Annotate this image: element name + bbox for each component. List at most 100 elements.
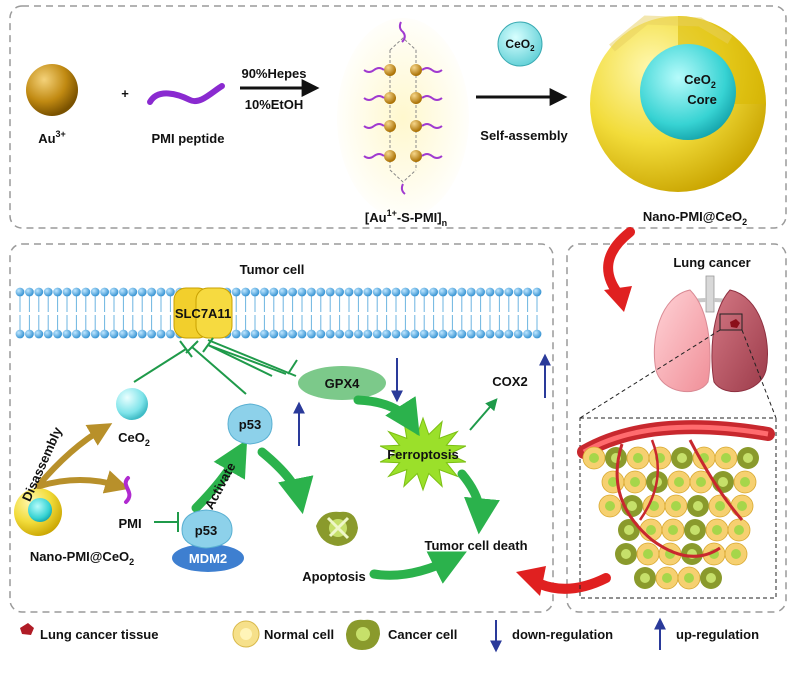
au-s-pmi-complex xyxy=(337,18,469,218)
lipid-head xyxy=(532,287,542,297)
lipid-head xyxy=(457,329,467,339)
lipid-head xyxy=(513,287,523,297)
lipid-head xyxy=(43,329,53,339)
lipid-head xyxy=(495,287,504,297)
plus-sign: + xyxy=(121,86,129,101)
lipid-head xyxy=(297,287,307,297)
legend-cancer-label: Cancer cell xyxy=(388,627,457,642)
au-label: Au3+ xyxy=(38,129,66,146)
lipid-head xyxy=(325,287,335,297)
lipid-head xyxy=(109,287,119,297)
lipid-head xyxy=(81,287,91,297)
ceo2-badge xyxy=(497,21,543,67)
cox2-label: COX2 xyxy=(492,374,527,389)
lipid-head xyxy=(485,287,495,297)
gpx4-protein xyxy=(298,366,386,400)
nano-particle-small xyxy=(14,488,62,536)
lipid-head xyxy=(382,287,391,297)
activate-label: Activate xyxy=(202,460,239,512)
lipid-head xyxy=(523,287,532,297)
lipid-head xyxy=(231,329,241,339)
lipid-head xyxy=(448,329,457,339)
lipid-head xyxy=(34,287,44,297)
lipid-head xyxy=(354,329,363,339)
lipid-head xyxy=(62,329,72,339)
lipid-head xyxy=(25,287,34,297)
lipid-head xyxy=(401,329,410,339)
lipid-head xyxy=(354,287,363,297)
lung-cancer-title: Lung cancer xyxy=(673,255,750,270)
lipid-head xyxy=(62,287,72,297)
apoptosis-icon xyxy=(316,511,358,546)
pathway-arrows xyxy=(191,395,500,584)
ceo2-badge-label: CeO2 xyxy=(505,37,535,53)
au-bead xyxy=(384,150,396,162)
lipid-head xyxy=(109,329,119,339)
lipid-head xyxy=(231,287,241,297)
synthesis-panel xyxy=(9,5,787,229)
lipid-head xyxy=(90,329,100,339)
lipid-head xyxy=(466,329,476,339)
lipid-head xyxy=(307,329,316,339)
slc7a11-label: SLC7A11 xyxy=(175,306,231,321)
lipid-head xyxy=(513,329,523,339)
au-bead xyxy=(410,92,422,104)
slc7a11-transporter xyxy=(173,287,233,339)
lipid-head xyxy=(147,287,157,297)
tumor-cell-panel xyxy=(9,243,554,613)
red-arrow-to-death xyxy=(535,573,611,594)
red-arrowhead-death xyxy=(516,566,546,596)
nano-small-label: Nano-PMI@CeO2 xyxy=(30,549,134,567)
lipid-head xyxy=(128,287,138,297)
lipid-head xyxy=(250,287,260,297)
legend-up-label: up-regulation xyxy=(676,627,759,642)
p53-top-label: p53 xyxy=(239,417,261,432)
tissue-zoom-box xyxy=(719,313,743,331)
legend-tissue-icon xyxy=(20,623,34,635)
condition-hepes: 90%Hepes xyxy=(241,66,306,81)
nano-pmi-ceo2-particle xyxy=(590,15,766,192)
lipid-head xyxy=(495,329,504,339)
p53-bottom-label: p53 xyxy=(195,523,217,538)
lipid-head xyxy=(156,287,166,297)
lipid-head xyxy=(241,287,251,297)
lung-cancer-panel xyxy=(566,243,787,613)
lipid-head xyxy=(504,329,514,339)
lipid-head xyxy=(288,329,297,339)
mdm2-protein xyxy=(172,544,244,572)
lipid-head xyxy=(316,329,326,339)
lipid-head xyxy=(419,329,429,339)
core-label-core: Core xyxy=(687,92,717,107)
ferro-to-cox2-arrow xyxy=(469,398,498,431)
lipid-head xyxy=(335,287,344,297)
lipid-head xyxy=(260,287,269,297)
lipid-head xyxy=(119,287,128,297)
p53-bound xyxy=(181,509,233,549)
lungs-illustration xyxy=(653,275,768,392)
lipid-head xyxy=(382,329,391,339)
lipid-head xyxy=(90,287,100,297)
lipid-head xyxy=(269,287,279,297)
core-label-ceo2: CeO2 xyxy=(684,72,716,90)
au-bead xyxy=(384,64,396,76)
lipid-head xyxy=(438,287,448,297)
nano-pmi-ceo2-label: Nano-PMI@CeO2 xyxy=(643,209,747,227)
lipid-head xyxy=(401,287,410,297)
lipid-head xyxy=(72,329,81,339)
lipid-head xyxy=(166,287,175,297)
lipid-head xyxy=(307,287,316,297)
au-s-pmi-label: [Au1+-S-PMI]n xyxy=(365,208,447,228)
mdm2-label: MDM2 xyxy=(189,551,227,566)
self-assembly-label: Self-assembly xyxy=(480,128,568,143)
lipid-head xyxy=(137,287,147,297)
lipid-head xyxy=(485,329,495,339)
disassembly-arrows xyxy=(35,423,130,494)
lipid-head xyxy=(344,287,354,297)
red-arrow-to-lung xyxy=(603,227,635,301)
lipid-head xyxy=(15,287,25,297)
pmi-label: PMI xyxy=(118,516,141,531)
tumor-cell-title: Tumor cell xyxy=(240,262,305,277)
au-bead xyxy=(410,64,422,76)
lipid-head xyxy=(269,329,279,339)
legend-normal-cell-icon xyxy=(232,620,260,648)
